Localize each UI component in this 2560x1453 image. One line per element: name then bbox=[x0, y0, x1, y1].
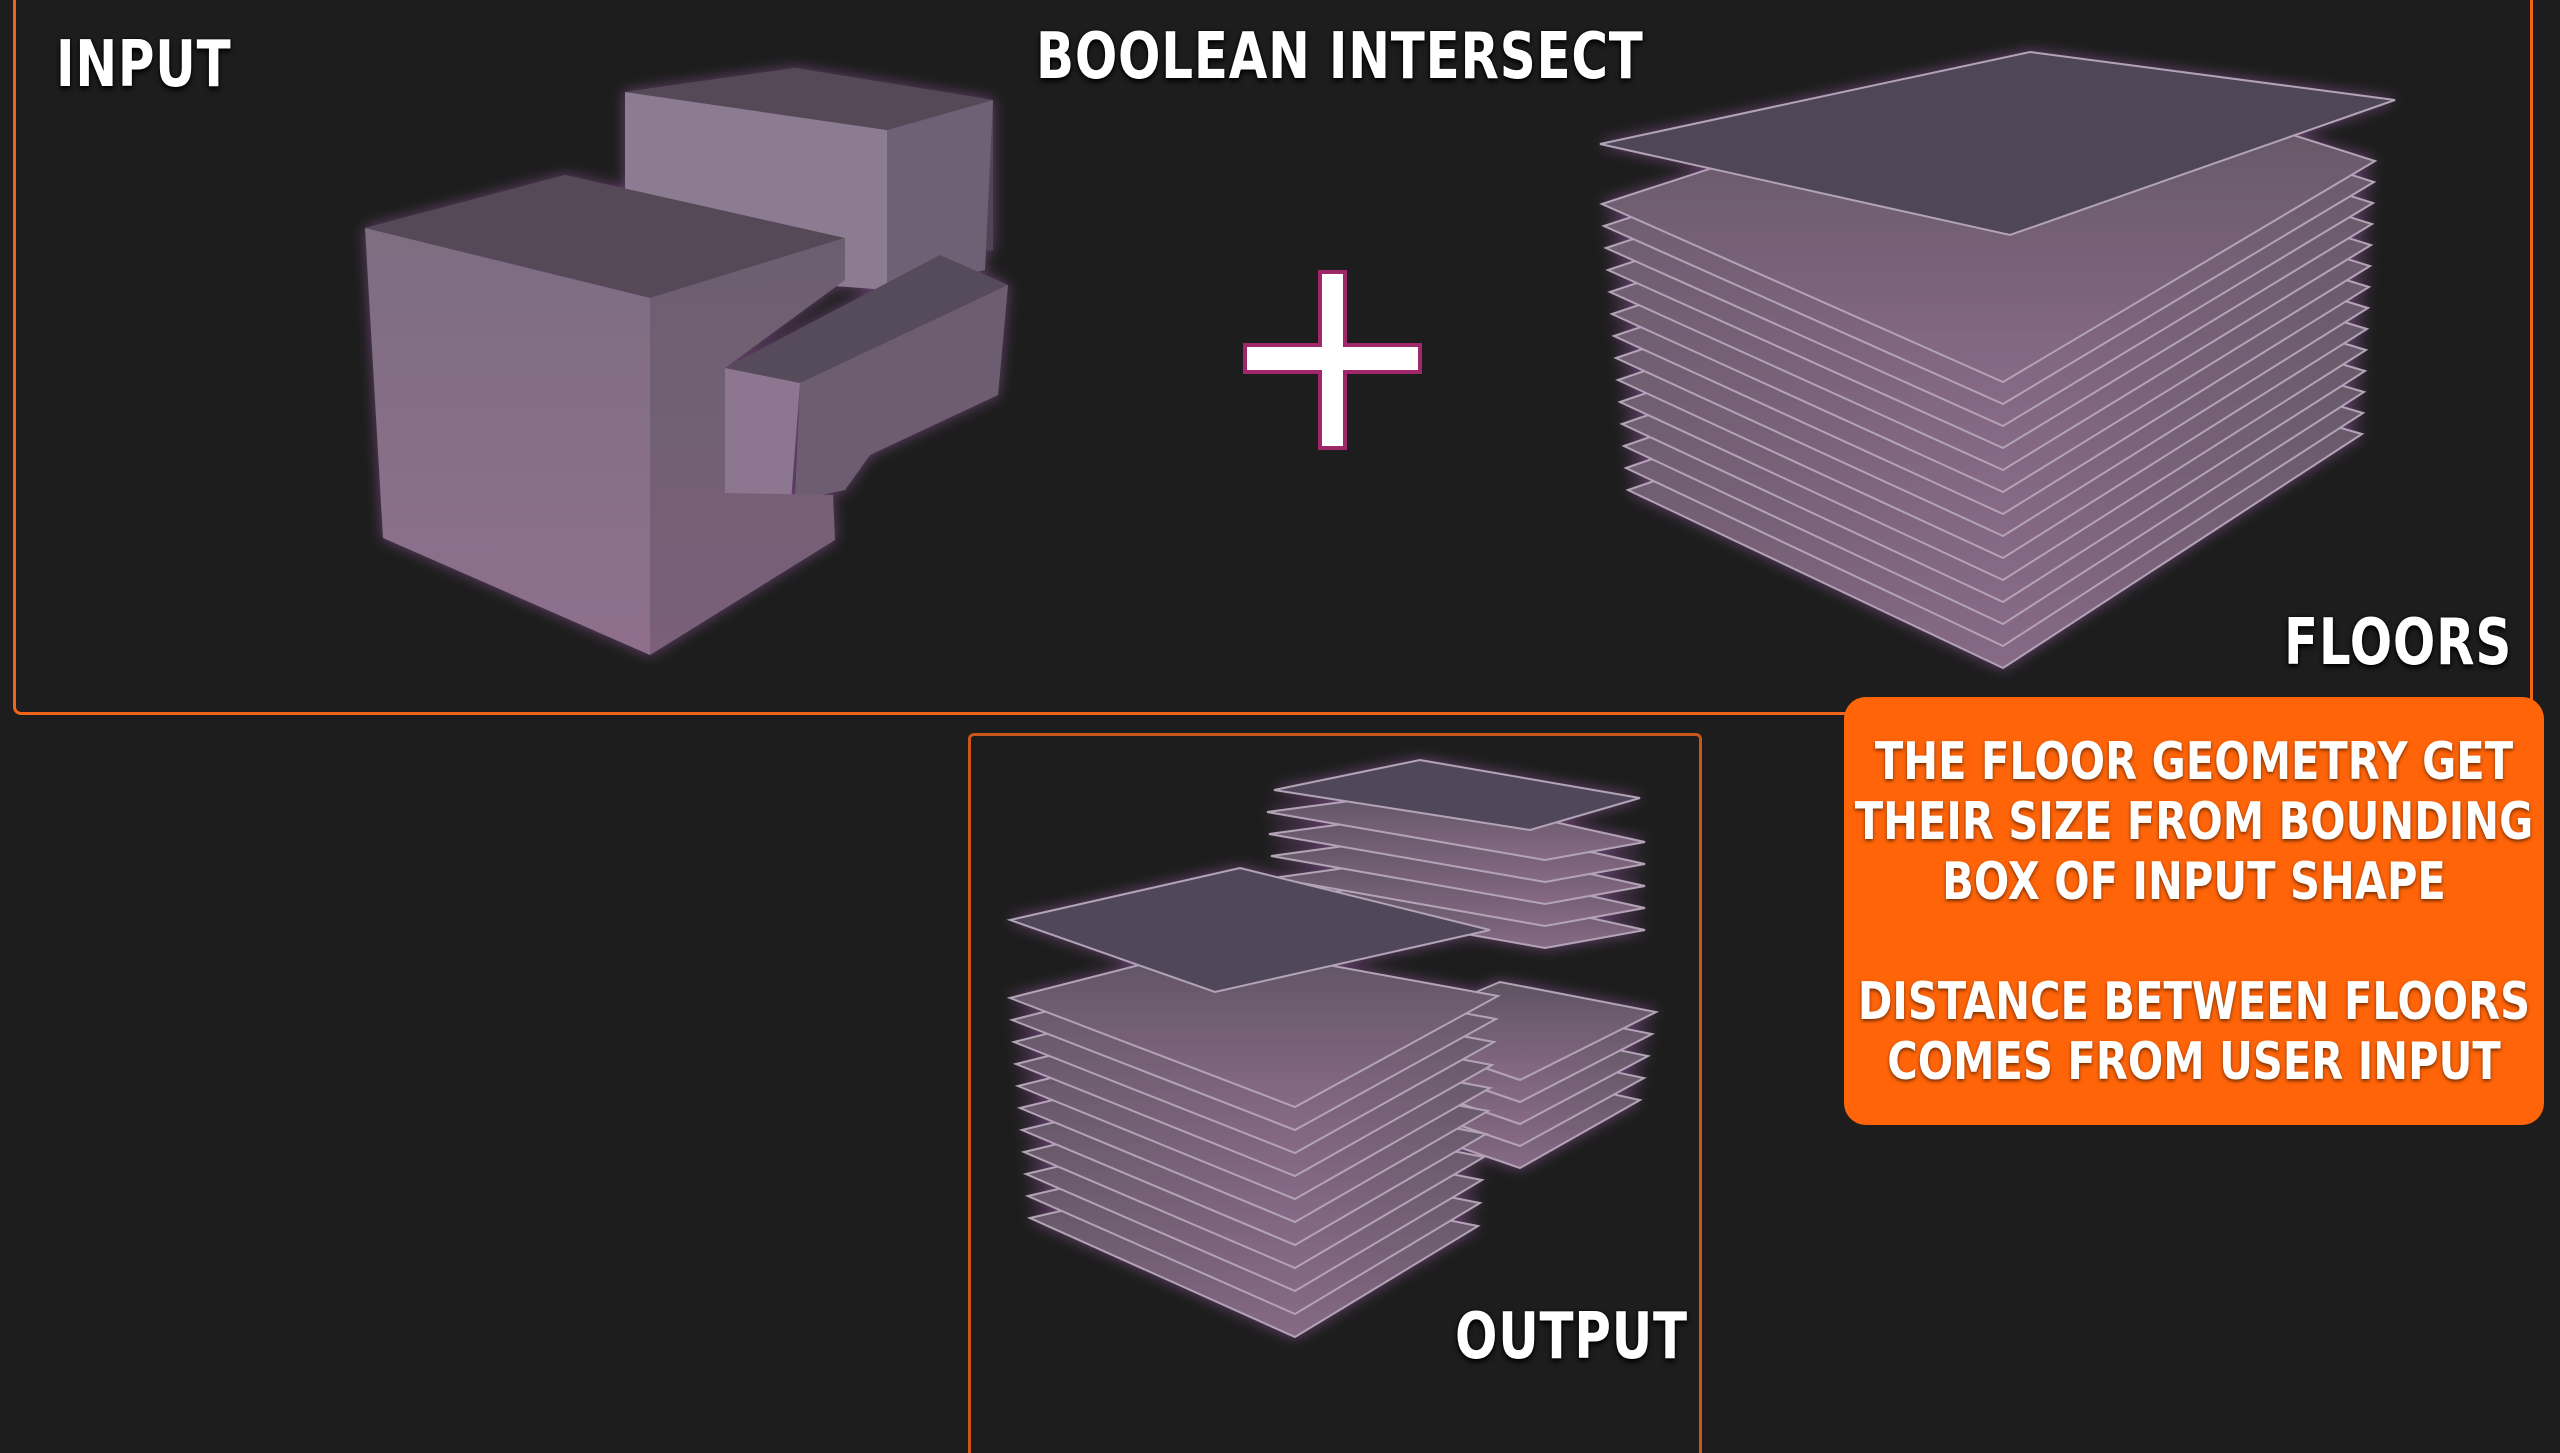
plus-icon bbox=[1243, 270, 1422, 450]
input-panel-frame bbox=[13, 0, 2533, 715]
output-label: OUTPUT bbox=[1455, 1300, 1688, 1374]
input-shape bbox=[365, 68, 1008, 655]
output-panel-frame bbox=[968, 733, 1702, 1453]
info-note-box: THE FLOOR GEOMETRY GET THEIR SIZE FROM B… bbox=[1844, 697, 2544, 1125]
page-title: BOOLEAN INTERSECT bbox=[1036, 20, 1644, 94]
note-floor-size-text: THE FLOOR GEOMETRY GET THEIR SIZE FROM B… bbox=[1854, 732, 2534, 912]
floors-stack bbox=[1599, 50, 2396, 670]
floors-label: FLOORS bbox=[2284, 606, 2513, 680]
output-stack bbox=[1006, 758, 1660, 1339]
input-label: INPUT bbox=[56, 28, 232, 102]
note-floor-distance-text: DISTANCE BETWEEN FLOORS COMES FROM USER … bbox=[1857, 972, 2531, 1092]
